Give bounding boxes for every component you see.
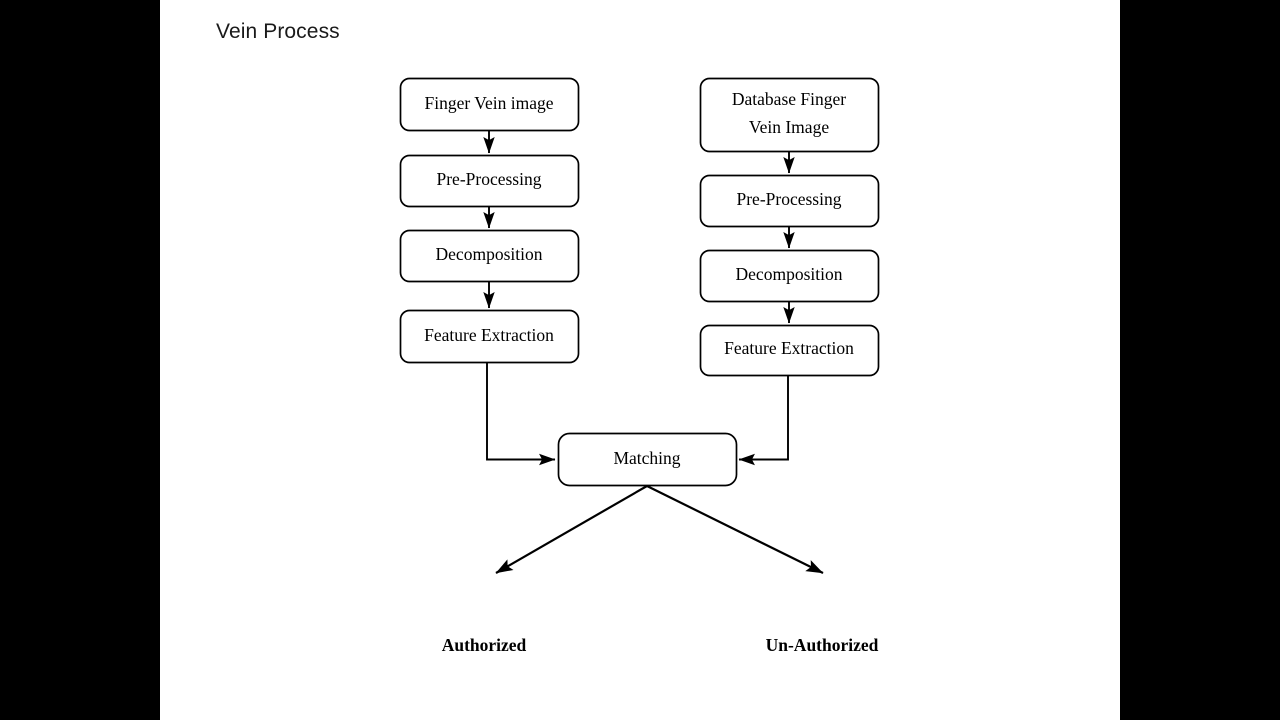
slide-canvas	[160, 0, 1120, 720]
node-feature-extraction-right-box	[699, 324, 880, 377]
edge-matching-to-authorized	[495, 485, 648, 574]
node-feature-extraction-right[interactable]: Feature Extraction	[699, 324, 880, 377]
node-feature-extraction-left-label: Feature Extraction	[424, 325, 554, 345]
edge-feature-extraction-left-to-matching	[486, 362, 556, 466]
node-pre-processing-left-label: Pre-Processing	[437, 169, 542, 189]
node-matching-label: Matching	[613, 448, 680, 468]
letterbox-bar-left	[0, 0, 160, 720]
node-pre-processing-right[interactable]: Pre-Processing	[699, 174, 880, 228]
node-decomposition-right[interactable]: Decomposition	[699, 249, 880, 303]
page-title: Vein Process	[216, 20, 340, 43]
node-finger-vein-image[interactable]: Finger Vein image	[399, 77, 580, 132]
node-pre-processing-left[interactable]: Pre-Processing	[399, 154, 580, 208]
node-decomposition-left-label: Decomposition	[436, 244, 543, 264]
node-pre-processing-right-label: Pre-Processing	[737, 189, 842, 209]
letterbox-bar-right	[1120, 0, 1280, 720]
node-feature-extraction-right-label: Feature Extraction	[724, 338, 854, 358]
outcome-label-authorized: Authorized	[442, 635, 527, 655]
node-matching[interactable]: Matching	[557, 432, 738, 487]
node-database-finger-vein-image-label-line2: Vein Image	[749, 117, 829, 137]
outcome-label-un-authorized: Un-Authorized	[766, 635, 879, 655]
node-decomposition-right-label: Decomposition	[736, 264, 843, 284]
edge-matching-to-un-authorized	[646, 485, 824, 574]
node-database-finger-vein-image-label-line1: Database Finger	[732, 89, 846, 109]
edge-feature-extraction-right-to-matching	[738, 375, 789, 466]
node-feature-extraction-left[interactable]: Feature Extraction	[399, 309, 580, 364]
node-decomposition-left[interactable]: Decomposition	[399, 229, 580, 283]
node-finger-vein-image-label: Finger Vein image	[425, 93, 554, 113]
node-database-finger-vein-image[interactable]: Database Finger Vein Image	[699, 77, 880, 153]
node-feature-extraction-left-box	[399, 309, 580, 364]
